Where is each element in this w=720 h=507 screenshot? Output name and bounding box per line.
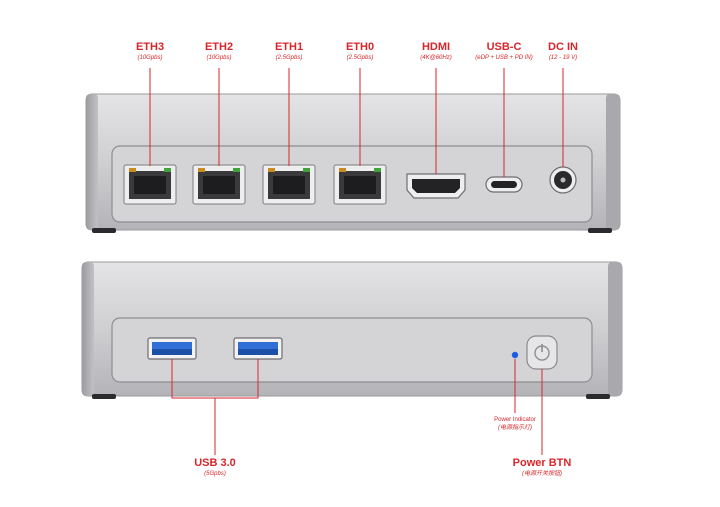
usb-c-port [485,176,523,193]
eth2-title: ETH2 [204,41,234,53]
hdmi-label: HDMI (4K@60Hz) [406,41,466,62]
eth0-sub: (2.5Gpbs) [346,55,374,61]
usb-c-title: USB-C [486,41,522,53]
eth2-port [192,164,246,205]
eth2-sub: (10Gpbs) [206,55,232,61]
hdmi-title: HDMI [421,41,451,53]
power-btn-sub: (电源开关按钮) [522,471,562,477]
power-indicator-sub: (电源指示灯) [498,425,532,431]
rear-unit [85,93,621,233]
dc-in-label: DC IN (12 - 19 V) [533,41,593,62]
eth1-title: ETH1 [274,41,304,53]
usb3-sub: (5Gpbs) [204,471,226,477]
power-indicator-title: Power Indicator [494,417,536,423]
eth1-port [262,164,316,205]
eth3-title: ETH3 [135,41,165,53]
hdmi-sub: (4K@60Hz) [420,55,452,61]
front-unit [81,261,623,399]
power-button[interactable] [526,335,558,370]
eth0-title: ETH0 [345,41,375,53]
eth2-label: ETH2 (10Gpbs) [189,41,249,62]
eth0-port [333,164,387,205]
power-indicator-led [511,351,519,359]
eth3-sub: (10Gpbs) [137,55,163,61]
dc-in-port [549,166,577,194]
usb-c-sub: (eDP + USB + PD IN) [475,55,533,61]
eth1-label: ETH1 (2.5Gpbs) [259,41,319,62]
usb-c-label: USB-C (eDP + USB + PD IN) [464,41,544,62]
eth3-port [123,164,177,205]
usb3-port-1 [147,337,197,360]
usb3-title: USB 3.0 [194,457,236,469]
power-btn-label: Power BTN (电源开关按钮) [497,457,587,478]
dc-in-title: DC IN [548,41,578,53]
usb3-label: USB 3.0 (5Gpbs) [175,457,255,478]
eth3-label: ETH3 (10Gpbs) [120,41,180,62]
usb3-port-2 [233,337,283,360]
power-btn-title: Power BTN [512,457,572,469]
power-indicator-label: Power Indicator (电源指示灯) [475,416,555,432]
hdmi-port [406,173,466,199]
eth0-label: ETH0 (2.5Gpbs) [330,41,390,62]
dc-in-sub: (12 - 19 V) [548,55,578,61]
callout-lines [149,68,564,455]
eth1-sub: (2.5Gpbs) [275,55,303,61]
